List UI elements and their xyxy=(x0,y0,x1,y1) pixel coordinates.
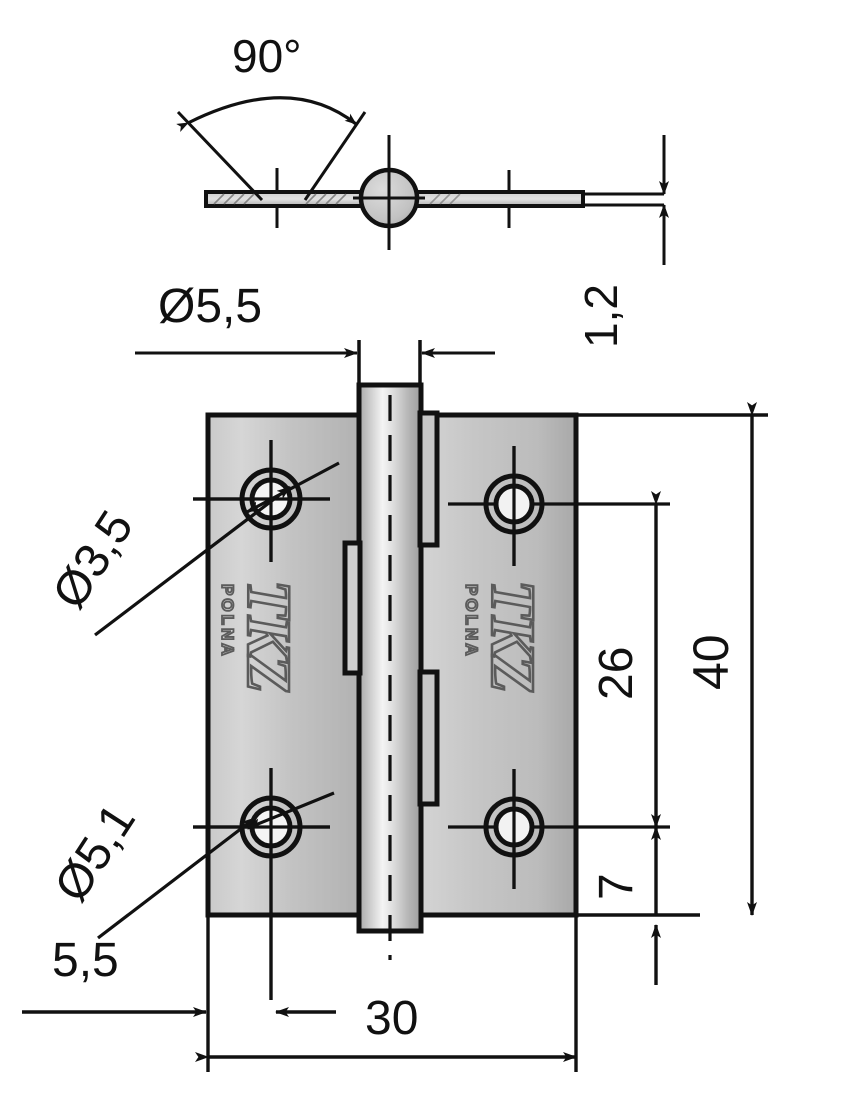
thickness-dimension: 1,2 xyxy=(575,135,669,348)
knuckle-segments xyxy=(342,410,440,807)
logo-secondary-text: POLNA xyxy=(218,584,237,659)
top-view-section: 90° xyxy=(176,30,664,250)
logo-right: TKZ POLNA xyxy=(461,579,547,694)
spacing-26-label: 26 xyxy=(590,647,643,700)
logo-primary-text: TKZ xyxy=(234,580,302,692)
logo-primary-text: TKZ xyxy=(478,580,546,692)
height-dimension: 40 xyxy=(576,402,768,916)
height-label: 40 xyxy=(683,634,739,690)
angle-label: 90° xyxy=(232,30,302,82)
logo-left: TKZ POLNA xyxy=(217,579,303,694)
screw-hole-bottom-left xyxy=(193,768,330,890)
edge-offset-label: 5,5 xyxy=(52,934,119,987)
hole-bottom-leader-line-2 xyxy=(247,791,335,830)
width-dimension: 30 xyxy=(195,915,578,1072)
screw-hole-top-right xyxy=(448,446,670,566)
logo-secondary-text: POLNA xyxy=(462,584,481,659)
top-view-left-leaf xyxy=(204,190,391,208)
hole-bottom-leader-line xyxy=(97,816,256,940)
angle-leader-right xyxy=(303,111,367,201)
angle-leader-left xyxy=(176,110,264,202)
offset-7-dimension: 7 xyxy=(576,826,700,985)
spacing-26-dimension: 26 xyxy=(590,491,661,828)
hole-top-leader-line-2 xyxy=(246,461,340,514)
pin-diameter-label: Ø5,5 xyxy=(158,280,262,333)
front-view: TKZ POLNA TKZ POLNA xyxy=(193,382,670,960)
knuckle-notch-right-top xyxy=(417,410,440,548)
knuckle-notch-left xyxy=(342,540,363,676)
screw-hole-bottom-right xyxy=(448,769,670,889)
knuckle-notch-right-bottom xyxy=(417,669,440,807)
offset-7-label: 7 xyxy=(590,873,643,900)
angle-dimension xyxy=(176,96,367,202)
width-label: 30 xyxy=(365,992,418,1045)
thickness-label: 1,2 xyxy=(575,284,627,348)
edge-offset-dimension xyxy=(22,890,336,1072)
angle-arc xyxy=(176,96,357,132)
